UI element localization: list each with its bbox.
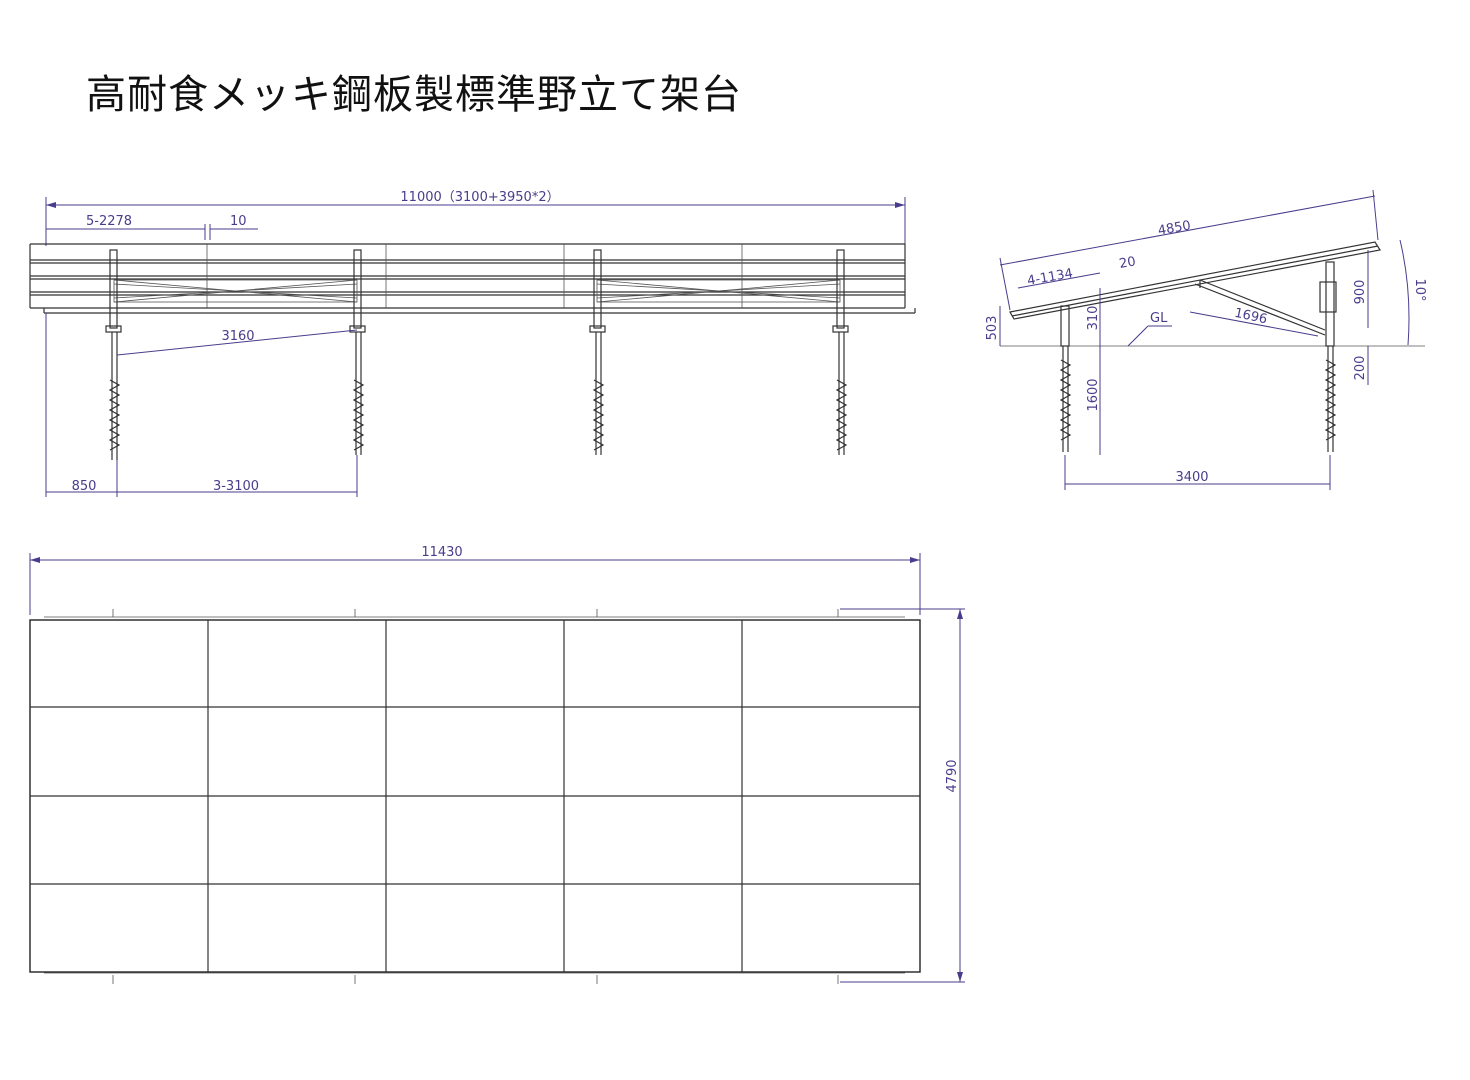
dim-side-post-span: 3400 — [1064, 455, 1331, 490]
side-view: 4850 4-1134 20 1696 503 310 900 10° 200 … — [985, 189, 1427, 490]
dim-side-panel-length: 4850 — [999, 189, 1379, 311]
front-post-label: 310 — [1086, 306, 1101, 331]
dim-rail-spacing: 5-2278 10 — [46, 214, 258, 240]
dim-side-heights: 503 310 900 10° 200 1600 — [985, 239, 1427, 455]
dim-post-diagonal: 3160 — [116, 329, 358, 356]
post-diagonal-label: 3160 — [221, 329, 254, 344]
rail-spacing-label: 5-2278 — [86, 214, 132, 229]
front-rails — [29, 243, 916, 314]
ground-marker: GL — [1127, 311, 1172, 347]
dim-side-brace: 1696 — [1189, 306, 1319, 337]
plan-post-ticks — [44, 609, 905, 984]
side-gap-label: 20 — [1118, 254, 1137, 272]
plan-panel-grid — [29, 619, 921, 973]
post-spacing-label: 3-3100 — [213, 479, 259, 494]
front-height-label: 503 — [985, 316, 1000, 341]
front-cross-bracing — [113, 279, 841, 303]
plan-view: 11430 — [29, 545, 965, 984]
dim-bottom-front: 850 3-3100 — [45, 313, 358, 497]
side-panel-length-label: 4850 — [1157, 218, 1192, 239]
side-post-span-label: 3400 — [1175, 470, 1208, 485]
edge-offset-label: 850 — [72, 479, 97, 494]
rear-embed-label: 200 — [1353, 356, 1368, 381]
side-posts — [1059, 261, 1337, 452]
rear-height-label: 900 — [1353, 280, 1368, 305]
front-posts — [105, 249, 849, 460]
dim-overall-length: 11000（3100+3950*2） — [45, 190, 906, 246]
plan-depth-label: 4790 — [945, 759, 960, 792]
gap-label: 10 — [230, 214, 247, 229]
side-brace-label: 1696 — [1233, 306, 1268, 328]
dim-plan-width: 11430 — [29, 545, 921, 615]
dim-side-rail-spacing: 4-1134 20 — [1017, 254, 1137, 289]
page-title: 高耐食メッキ鋼板製標準野立て架台 — [86, 72, 742, 118]
dim-plan-depth: 4790 — [840, 608, 965, 983]
side-rail-spacing-label: 4-1134 — [1026, 266, 1074, 289]
front-panel-dividers — [206, 244, 743, 308]
plan-width-label: 11430 — [421, 545, 462, 560]
embed-depth-label: 1600 — [1086, 378, 1101, 411]
tilt-label: 10° — [1412, 278, 1427, 301]
front-view: 11000（3100+3950*2） 5-2278 10 — [29, 190, 916, 497]
overall-length-label: 11000（3100+3950*2） — [400, 190, 559, 205]
side-panel — [1009, 241, 1381, 320]
ground-label: GL — [1150, 311, 1168, 326]
